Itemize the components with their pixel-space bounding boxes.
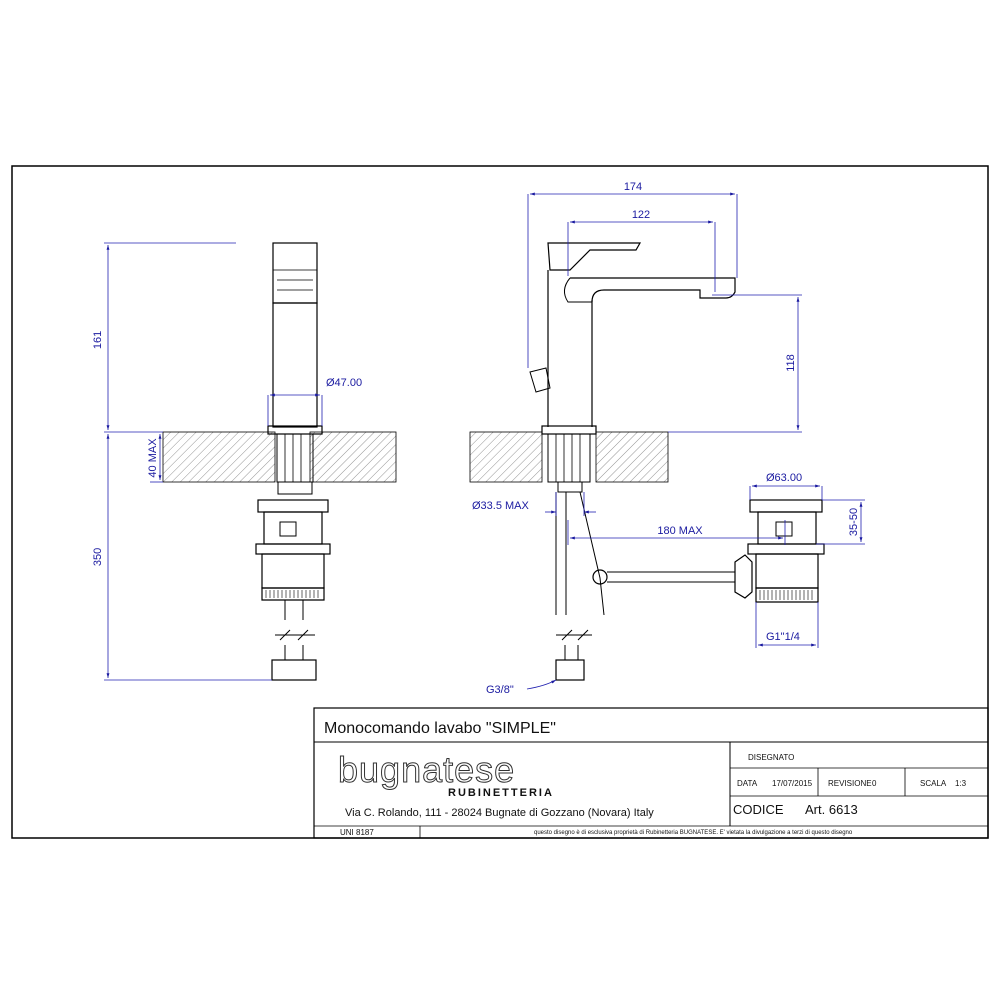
dim-diameter-63: Ø63.00 [766,472,802,484]
data-value: 17/07/2015 [772,779,813,788]
dim-350: 350 [92,548,104,566]
data-label: DATA [737,779,758,788]
dim-diameter-33-5-max: Ø33.5 MAX [472,500,530,512]
lever-handle [547,242,642,271]
dim-35-50: 35-50 [848,508,860,536]
spout [570,277,736,303]
countertop-front-left [469,431,543,483]
faucet-body [272,302,318,428]
dim-40-max: 40 MAX [147,438,159,478]
dim-g1-1-4: G1"1/4 [766,631,800,643]
disclaimer: questo disegno è di esclusiva proprietà … [534,830,853,836]
hose-fitting-front [555,659,585,681]
dim-180-max: 180 MAX [657,525,703,537]
popup-knob [529,367,551,393]
handle [272,242,318,304]
waste-body [263,511,323,545]
brand-logo: bugnatese [338,749,515,790]
product-title: Monocomando lavabo "SIMPLE" [324,720,556,737]
disegnato-label: DISEGNATO [748,753,794,762]
brand-subtitle: RUBINETTERIA [448,787,554,799]
codice-label: CODICE [733,802,784,817]
waste-assembly [757,511,817,545]
dim-122: 122 [632,209,650,221]
dim-118: 118 [785,354,797,372]
title-block: Monocomando lavabo "SIMPLE" bugnatese RU… [313,707,989,839]
dim-174: 174 [624,181,642,193]
revisione-label: REVISIONE [828,779,872,788]
countertop-right [309,431,397,483]
hose-fittings [271,659,317,681]
front-view: 174 122 118 Ø33.5 MAX 180 MAX Ø63.00 35-… [469,181,865,696]
countertop-front-right [595,431,669,483]
dim-161: 161 [92,331,104,349]
dim-diameter-47: Ø47.00 [326,377,362,389]
side-view: 161 40 MAX 350 Ø47.00 [92,242,397,681]
scala-value: 1:3 [955,779,967,788]
revisione-value: 0 [872,779,877,788]
standard-label: UNI 8187 [340,828,374,837]
countertop-left [162,431,276,483]
scala-label: SCALA [920,779,947,788]
dim-g3-8: G3/8" [486,684,514,696]
codice-value: Art. 6613 [805,802,858,817]
company-address: Via C. Rolando, 111 - 28024 Bugnate di G… [345,807,654,819]
